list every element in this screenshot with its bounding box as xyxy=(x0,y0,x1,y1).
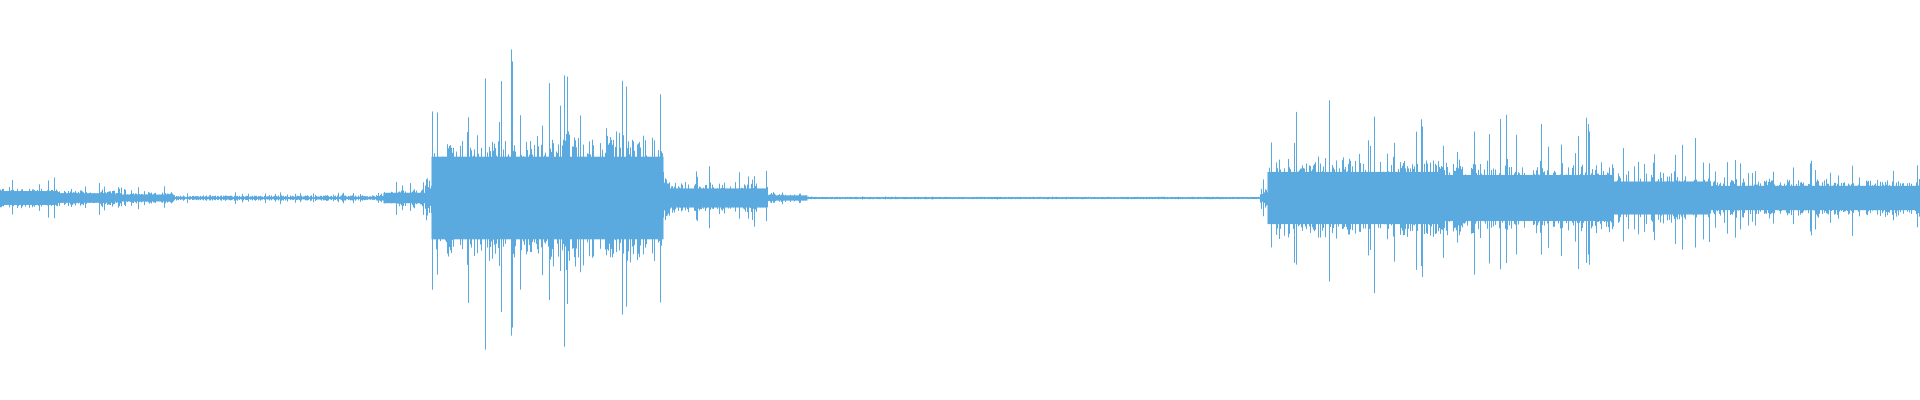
waveform-samples xyxy=(0,49,1920,350)
